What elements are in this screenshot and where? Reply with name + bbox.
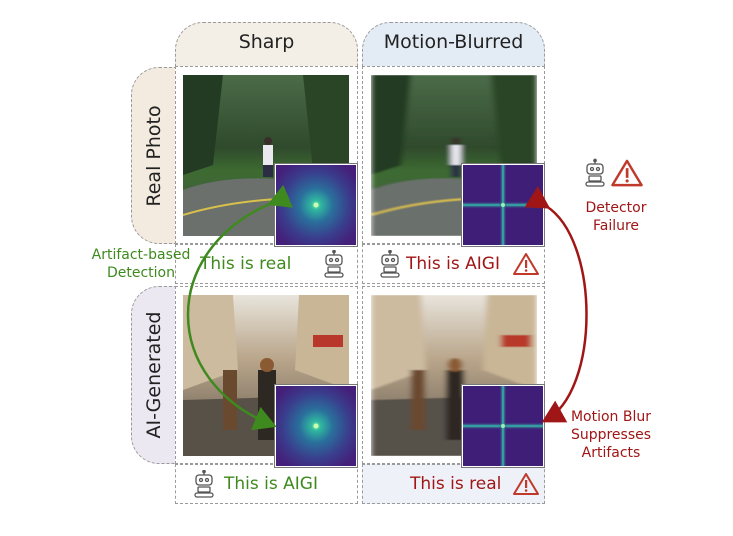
blur-label-line3: Artifacts <box>581 445 641 461</box>
blur-label-line1: Motion Blur <box>570 409 652 425</box>
artifact-detection-label: Artifact-based Detection <box>76 246 206 282</box>
artifact-detection-arrow <box>186 184 293 431</box>
blur-suppression-arrow <box>524 186 588 423</box>
robot-icon <box>380 250 400 278</box>
column-header-sharp: Sharp <box>175 22 358 66</box>
verdict-ai-sharp: This is AIGI <box>224 474 318 494</box>
artifact-label-line2: Detection <box>106 265 175 281</box>
motion-blur-label: Motion Blur Suppresses Artifacts <box>556 408 666 462</box>
row-header-real: Real Photo <box>131 67 175 244</box>
column-header-blurred: Motion-Blurred <box>362 22 545 66</box>
cell-real-blurred <box>362 66 545 244</box>
failure-label-line1: Detector <box>585 200 647 216</box>
row-header-ai: AI-Generated <box>131 286 175 464</box>
verdict-ai-blurred: This is real <box>410 474 502 494</box>
robot-icon <box>585 158 605 187</box>
verdict-cell-ai-sharp <box>175 464 358 504</box>
failure-label-line2: Failure <box>592 218 640 234</box>
warning-icon <box>611 159 643 187</box>
warning-icon <box>513 253 539 275</box>
column-title-sharp: Sharp <box>238 31 295 53</box>
column-title-blurred: Motion-Blurred <box>383 31 524 53</box>
robot-icon <box>324 250 344 278</box>
verdict-cell-ai-blurred <box>362 464 545 504</box>
artifact-label-line1: Artifact-based <box>91 247 191 263</box>
blur-label-line2: Suppresses <box>570 427 652 443</box>
verdict-real-sharp: This is real <box>200 254 292 274</box>
warning-icon <box>513 473 539 495</box>
robot-icon <box>194 470 214 498</box>
verdict-real-blurred: This is AIGI <box>406 254 500 274</box>
detector-failure-label: Detector Failure <box>566 199 666 235</box>
